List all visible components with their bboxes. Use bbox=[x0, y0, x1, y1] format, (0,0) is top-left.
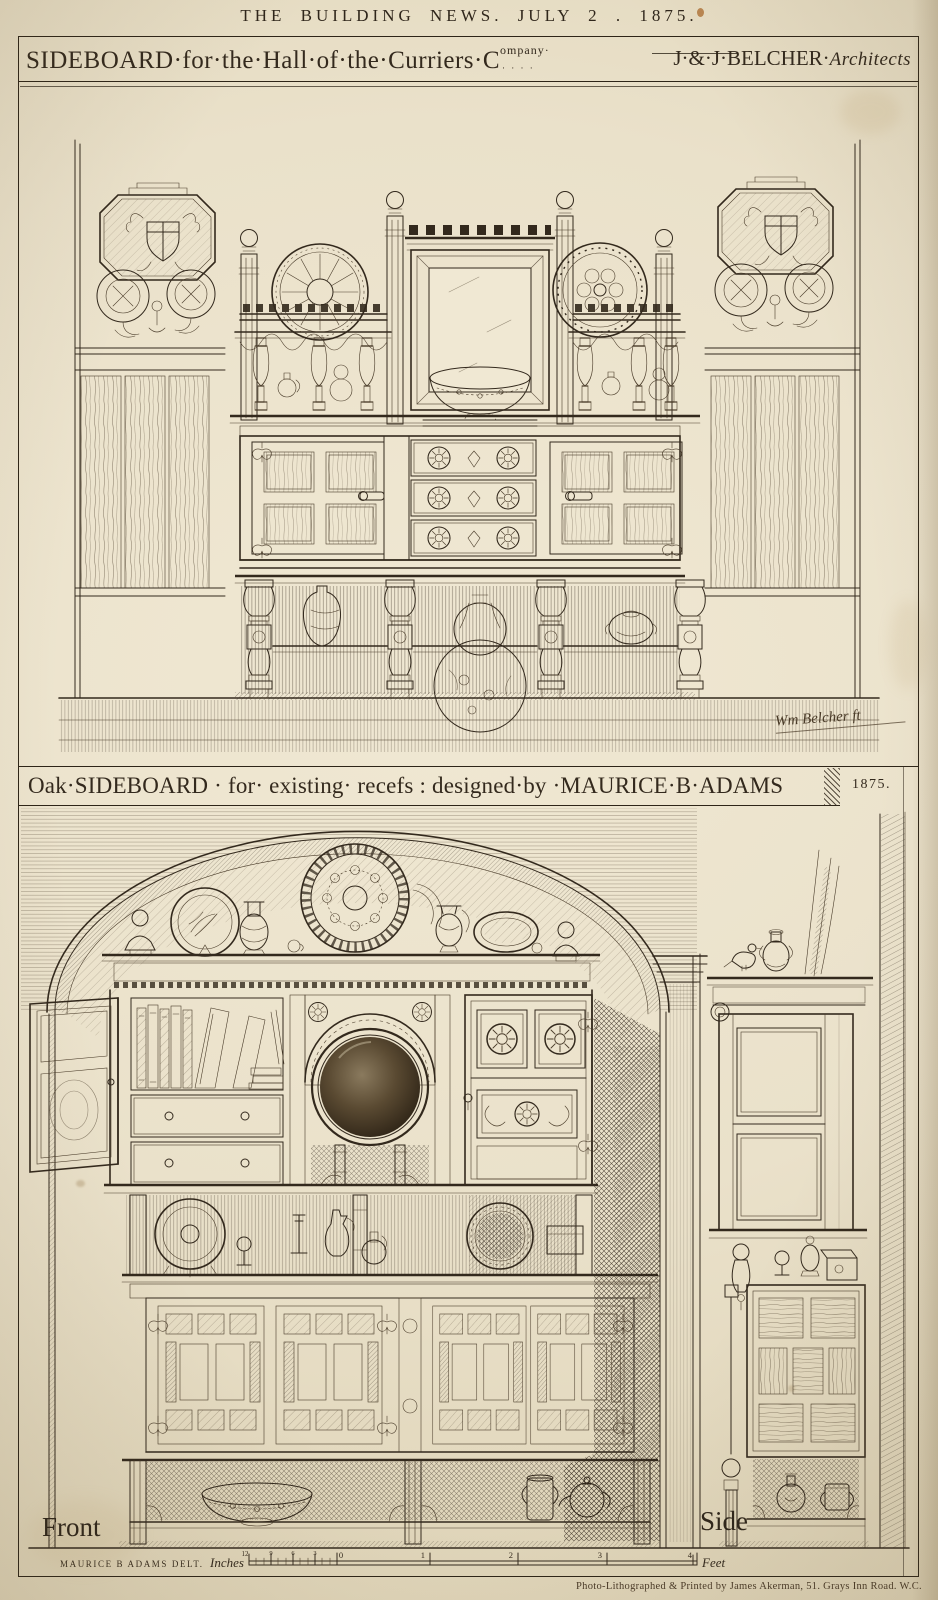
mid-shelf-objects bbox=[154, 1198, 584, 1278]
pendant-drop bbox=[731, 1243, 751, 1311]
cornice bbox=[101, 953, 601, 988]
gourd-vase bbox=[433, 594, 527, 733]
corner-post-left bbox=[238, 229, 260, 421]
door-leaf bbox=[157, 1305, 265, 1445]
plate1-architects: J·&·J·BELCHER·Architects bbox=[673, 46, 911, 70]
floor-shadow bbox=[719, 1541, 869, 1547]
scale-mark: 1 bbox=[421, 1550, 425, 1560]
front-label: Front bbox=[42, 1512, 101, 1542]
charger-plate-left bbox=[271, 243, 369, 341]
scale-mark: 6 bbox=[291, 1550, 295, 1557]
adams-oak-sideboard-elevation bbox=[19, 806, 919, 1550]
delineator-credit: MAURICE B ADAMS DELT. bbox=[60, 1559, 204, 1569]
scale-mark: 3 bbox=[598, 1550, 602, 1560]
carved-door-right bbox=[463, 994, 598, 1186]
scale-mark: 12 bbox=[242, 1550, 250, 1558]
crenellated-cresting bbox=[405, 225, 555, 251]
scale-bar: Inches 12 9 6 3 0 1 2 3 4 Feet bbox=[182, 1549, 762, 1577]
plate2-title: Oak·SIDEBOARD · for· existing· recefs : … bbox=[28, 772, 784, 798]
base-shelf bbox=[129, 1459, 651, 1545]
drawer-bank bbox=[383, 435, 537, 561]
floor-shadow bbox=[119, 1541, 659, 1547]
open-door bbox=[29, 997, 119, 1173]
scale-mark: 9 bbox=[269, 1550, 272, 1557]
bookshelf bbox=[130, 997, 285, 1091]
drawers bbox=[130, 1094, 284, 1186]
plate-border bbox=[18, 36, 919, 1577]
plate2-band-topline bbox=[18, 766, 919, 767]
door-leaf bbox=[275, 1305, 383, 1445]
corner-post-right bbox=[653, 229, 675, 421]
door-leaf bbox=[530, 1305, 625, 1445]
lithographer-imprint: Photo-Lithographed & Printed by James Ak… bbox=[576, 1581, 922, 1592]
curriers-sideboard bbox=[229, 191, 706, 733]
side-mid-objects bbox=[774, 1235, 858, 1281]
displayed-vases bbox=[303, 585, 657, 733]
lower-stage-shadow bbox=[240, 586, 680, 694]
title-rule bbox=[652, 53, 738, 54]
side-upper-cabinet bbox=[706, 976, 874, 1239]
plate2-title-band: Oak·SIDEBOARD · for· existing· recefs : … bbox=[18, 766, 840, 806]
curriers-sideboard-elevation bbox=[19, 80, 919, 755]
wall-pilaster bbox=[652, 953, 708, 1549]
mid-shelf bbox=[103, 1183, 599, 1278]
panelled-wall bbox=[58, 139, 880, 752]
inner-border-line bbox=[20, 86, 917, 87]
lower-doors bbox=[121, 1273, 659, 1462]
front-elevation bbox=[29, 843, 659, 1545]
side-elevation bbox=[706, 849, 874, 1549]
plate1-title: SIDEBOARD·for·the·Hall·of·the·Curriers·C… bbox=[26, 42, 550, 74]
masthead: THE BUILDING NEWS. JULY 2 . 1875. bbox=[240, 6, 698, 25]
plate2-year: 1875. bbox=[852, 777, 891, 792]
display-shelf-left bbox=[234, 304, 392, 351]
convex-mirror-bay bbox=[289, 994, 451, 1186]
side-top-objects bbox=[723, 849, 840, 977]
scale-mark: 2 bbox=[509, 1550, 513, 1560]
scale-mark: 3 bbox=[313, 1550, 316, 1557]
side-label: Side bbox=[700, 1506, 749, 1536]
niche-arch bbox=[21, 808, 697, 1549]
door-leaf bbox=[432, 1305, 527, 1445]
heraldic-panel-right bbox=[714, 176, 834, 332]
band-hatch-wedge bbox=[824, 768, 840, 805]
charger-plate-right bbox=[552, 242, 648, 338]
scale-mark: 4 bbox=[688, 1550, 693, 1560]
gallery-jugs bbox=[277, 364, 670, 402]
cupboard-door-left bbox=[251, 441, 385, 559]
large-charger bbox=[300, 843, 410, 953]
mirror bbox=[410, 249, 550, 411]
recess-shadow bbox=[564, 998, 660, 1541]
center-post-right bbox=[554, 191, 576, 425]
plate1-title-band: SIDEBOARD·for·the·Hall·of·the·Curriers·C… bbox=[18, 36, 919, 82]
wall-edge-right bbox=[879, 811, 906, 1549]
gallery-balusters bbox=[252, 337, 680, 411]
company-superscript: ompany· bbox=[500, 42, 550, 57]
display-objects bbox=[124, 843, 580, 962]
center-post-left bbox=[384, 191, 406, 425]
side-lower-cabinet bbox=[721, 1284, 866, 1549]
side-open-shelf bbox=[746, 1459, 866, 1527]
bottom-shelf-objects bbox=[201, 1474, 611, 1527]
company-abbrev-dots: · · · · bbox=[502, 62, 535, 73]
heraldic-panel-left bbox=[96, 182, 216, 338]
cupboard-door-right bbox=[549, 441, 683, 559]
scale-mark: 0 bbox=[339, 1550, 343, 1560]
scale-feet-label: Feet bbox=[701, 1555, 725, 1570]
scale-inches-label: Inches bbox=[209, 1555, 244, 1570]
